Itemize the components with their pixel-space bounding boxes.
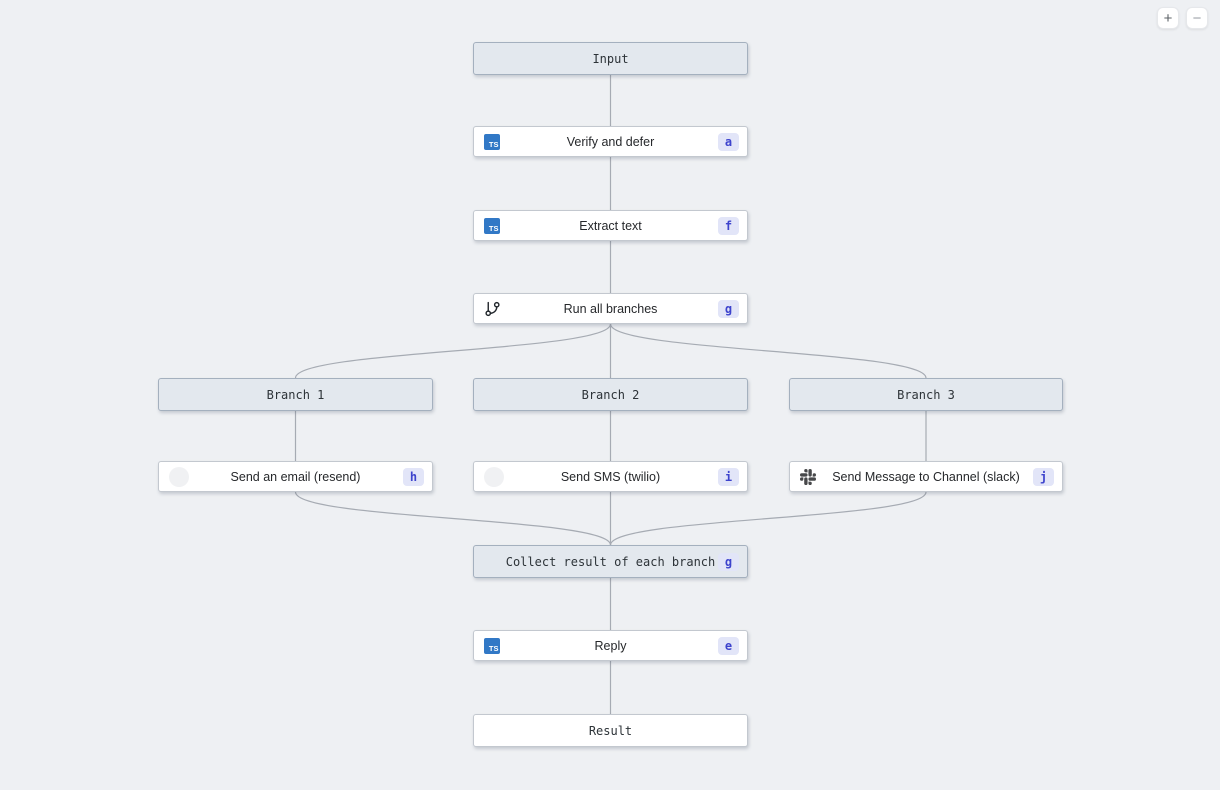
edge-slack-collect [609, 491, 927, 546]
slack-icon [800, 468, 816, 485]
node-extract-label: Extract text [579, 218, 642, 233]
node-branch3-label: Branch 3 [897, 387, 955, 402]
node-reply-label: Reply [594, 638, 627, 653]
git-branch-icon [484, 300, 501, 317]
node-branch-3[interactable]: Branch 3 [789, 378, 1063, 411]
node-result[interactable]: Result [473, 714, 748, 747]
typescript-icon: TS [484, 637, 500, 654]
edge-email-collect [294, 491, 612, 546]
node-run-badge: g [718, 299, 739, 318]
node-send-slack-badge: j [1033, 467, 1054, 486]
node-extract-badge: f [718, 216, 739, 235]
twilio-icon [484, 466, 504, 487]
node-collect-label: Collect result of each branch [505, 554, 716, 569]
node-send-sms-label: Send SMS (twilio) [560, 469, 661, 484]
edge-run-branch1 [294, 323, 612, 379]
node-send-email-badge: h [403, 467, 424, 486]
node-send-sms-twilio[interactable]: Send SMS (twilio) i [473, 461, 748, 492]
edge-run-branch3 [609, 323, 927, 379]
node-result-label: Result [588, 723, 633, 738]
node-input[interactable]: Input [473, 42, 748, 75]
node-collect-badge: g [718, 552, 739, 571]
node-send-email-label: Send an email (resend) [230, 469, 361, 484]
node-verify-and-defer[interactable]: TS Verify and defer a [473, 126, 748, 157]
node-send-message-slack[interactable]: Send Message to Channel (slack) j [789, 461, 1063, 492]
node-send-slack-label: Send Message to Channel (slack) [832, 469, 1020, 484]
node-run-label: Run all branches [563, 301, 658, 316]
zoom-in-button[interactable]: + [1157, 7, 1179, 29]
node-send-sms-badge: i [718, 467, 739, 486]
node-run-all-branches[interactable]: Run all branches g [473, 293, 748, 324]
node-reply-badge: e [718, 636, 739, 655]
typescript-icon: TS [484, 133, 500, 150]
typescript-icon: TS [484, 217, 500, 234]
node-input-label: Input [592, 51, 629, 66]
node-reply[interactable]: TS Reply e [473, 630, 748, 661]
node-branch2-label: Branch 2 [581, 387, 640, 402]
node-branch1-label: Branch 1 [266, 387, 325, 402]
node-branch-1[interactable]: Branch 1 [158, 378, 433, 411]
resend-icon [169, 466, 189, 487]
node-extract-text[interactable]: TS Extract text f [473, 210, 748, 241]
node-branch-2[interactable]: Branch 2 [473, 378, 748, 411]
zoom-out-button[interactable]: − [1186, 7, 1208, 29]
node-send-email-resend[interactable]: Send an email (resend) h [158, 461, 433, 492]
node-verify-label: Verify and defer [566, 134, 655, 149]
node-verify-badge: a [718, 132, 739, 151]
canvas-controls: + − [1157, 7, 1208, 29]
node-collect-result[interactable]: Collect result of each branch g [473, 545, 748, 578]
